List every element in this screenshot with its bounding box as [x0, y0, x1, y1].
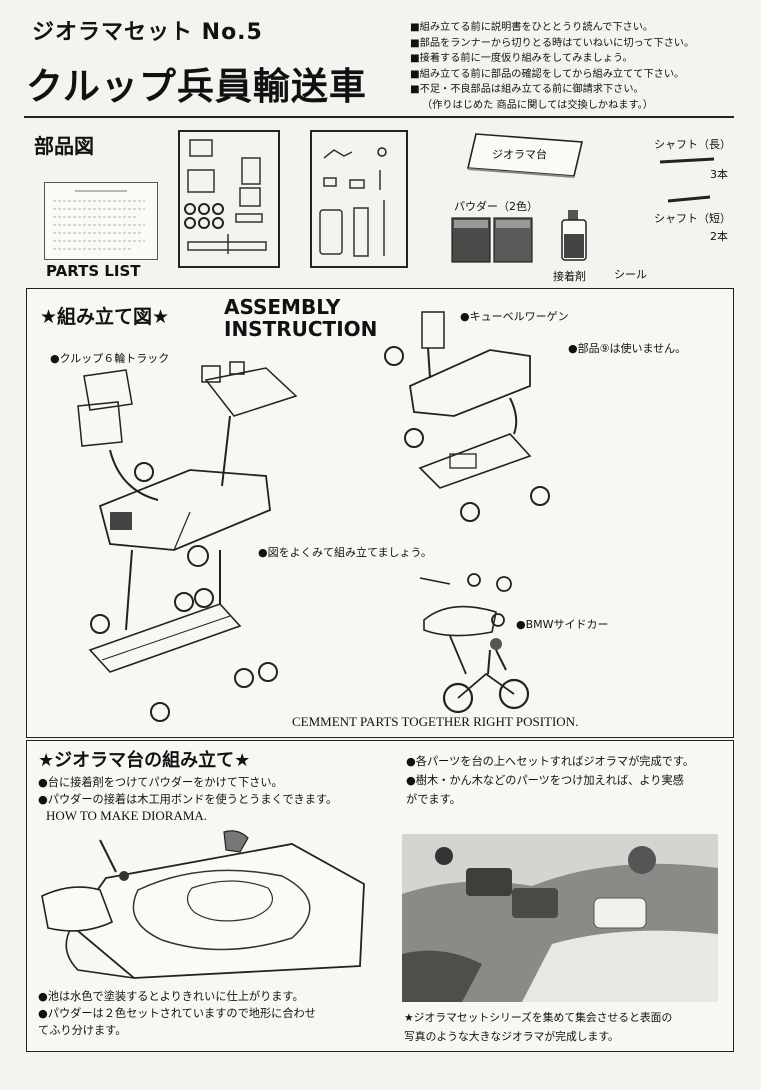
note-line: ■接着する前に一度仮り組みをしてみましょう。: [410, 51, 755, 67]
glue-label: 接着剤: [553, 268, 586, 284]
diorama-bottom-left: ●池は水色で塗装するとよりきれいに仕上がります。 ●パウダーは２色セットされてい…: [38, 988, 316, 1039]
shaft-long-qty: 3本: [710, 166, 728, 182]
krupp-truck-drawing: [70, 360, 300, 720]
diorama-step: ●台に接着剤をつけてパウダーをかけて下さい。: [38, 774, 337, 791]
kubelwagen-drawing: [380, 308, 570, 528]
bottom-left-line: てふり分けます。: [38, 1022, 316, 1039]
page-title: クルップ兵員輸送車: [26, 56, 367, 110]
note-line: ■組み立てる前に部品の確認をしてから組み立てて下さい。: [410, 67, 755, 83]
series-title: ジオラマセット No.5: [32, 14, 263, 46]
assembly-heading-en: ASSEMBLY INSTRUCTION: [224, 296, 377, 340]
diorama-photo: [402, 834, 718, 1002]
parts-heading: 部品図: [34, 130, 94, 159]
diorama-steps: ●台に接着剤をつけてパウダーをかけて下さい。 ●パウダーの接着は木工用ボンドを使…: [38, 774, 337, 808]
parts-list-sheet: [44, 182, 158, 260]
assembly-heading-en-line: INSTRUCTION: [224, 318, 377, 340]
seal-label: シール: [614, 266, 647, 282]
assembly-heading-en-line: ASSEMBLY: [224, 296, 377, 318]
bmw-sidecar-drawing: [410, 570, 530, 716]
shaft-short-label: シャフト（短）: [654, 210, 731, 226]
shaft-long-label: シャフト（長）: [654, 136, 731, 152]
shaft-long: [658, 156, 718, 166]
header-divider: [24, 116, 734, 118]
shaft-short-qty: 2本: [710, 228, 728, 244]
powder-bags: [450, 214, 540, 266]
right-note-line: ●各パーツを台の上へセットすればジオラマが完成です。: [406, 752, 694, 771]
diorama-photo-scene: [402, 834, 718, 1002]
sprue-runner-2: [310, 130, 410, 270]
parts-list-label: PARTS LIST: [46, 262, 141, 280]
bottom-left-line: ●パウダーは２色セットされていますので地形に合わせ: [38, 1005, 316, 1022]
diorama-right-notes: ●各パーツを台の上へセットすればジオラマが完成です。 ●樹木・かん木などのパーツ…: [406, 752, 694, 809]
unused-part-note: ●部品⑨は使いません。: [568, 340, 686, 356]
note-line: ■部品をランナーから切りとる時はていねいに切って下さい。: [410, 36, 755, 52]
right-note-line: がでます。: [406, 790, 694, 809]
sprue-runner-1: [178, 130, 282, 270]
powder-label: パウダー（2色）: [454, 198, 538, 214]
note-line: （作りはじめた 商品に関しては交換しかねます。）: [410, 98, 755, 114]
bottom-right-line: 写真のような大きなジオラマが完成します。: [404, 1027, 672, 1046]
shaft-short: [666, 194, 716, 204]
bottom-right-line: ★ジオラマセットシリーズを集めて集会させると表面の: [404, 1008, 672, 1027]
bottom-left-line: ●池は水色で塗装するとよりきれいに仕上がります。: [38, 988, 316, 1005]
right-note-line: ●樹木・かん木などのパーツをつけ加えれば、より実感: [406, 771, 694, 790]
glue-bottle: [556, 208, 596, 264]
how-to-label: HOW TO MAKE DIORAMA.: [46, 808, 207, 824]
instruction-notes: ■組み立てる前に説明書をひととうり読んで下さい。 ■部品をランナーから切りとる時…: [410, 20, 755, 113]
note-line: ■組み立てる前に説明書をひととうり読んで下さい。: [410, 20, 755, 36]
diorama-base-label: ジオラマ台: [492, 146, 547, 162]
note-line: ■不足・不良部品は組み立てる前に御請求下さい。: [410, 82, 755, 98]
diorama-heading: ★ジオラマ台の組み立て★: [38, 746, 250, 772]
parts-list-lines: [45, 183, 157, 259]
diorama-base-illustration: [42, 830, 372, 982]
cement-note: CEMMENT PARTS TOGETHER RIGHT POSITION.: [292, 714, 578, 730]
assembly-heading: ★組み立て図★: [40, 302, 169, 329]
diorama-step: ●パウダーの接着は木工用ボンドを使うとうまくできます。: [38, 791, 337, 808]
diorama-bottom-right: ★ジオラマセットシリーズを集めて集会させると表面の 写真のような大きなジオラマが…: [404, 1008, 672, 1046]
